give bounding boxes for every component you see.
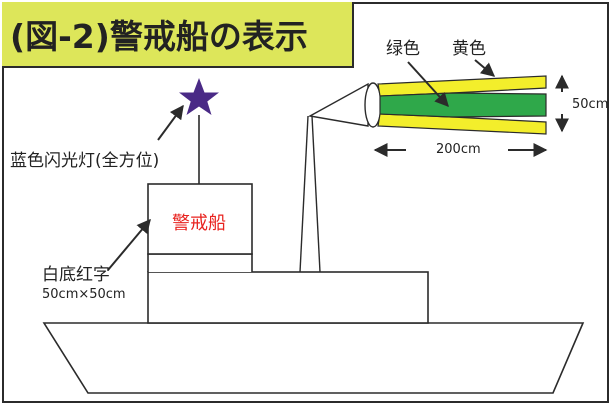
sign-pointer-arrow: [107, 218, 151, 271]
height-label: 50cm: [572, 97, 609, 112]
yellow-streamer-top: [377, 75, 547, 97]
length-label: 200cm: [436, 142, 481, 157]
sign-text: 警戒船: [172, 213, 226, 234]
light-label: 蓝色闪光灯(全方位): [10, 151, 160, 171]
antenna-mast-left: [299, 115, 309, 273]
star-icon: [179, 78, 219, 115]
yellow-label: 黄色: [452, 39, 486, 59]
lower-cabin: [147, 271, 429, 324]
title-box: (図-2)警戒船の表示: [2, 2, 354, 68]
sign-size-label: 50cm×50cm: [42, 287, 126, 302]
yellow-pointer-arrow: [474, 59, 496, 77]
ship-hull: [42, 322, 585, 394]
light-pointer-arrow: [157, 104, 184, 141]
page-title: (図-2)警戒船の表示: [10, 17, 308, 56]
green-pointer-arrow: [407, 61, 449, 108]
middle-cabin: [147, 253, 253, 272]
antenna-mast-right: [311, 115, 321, 273]
green-label: 绿色: [386, 39, 420, 59]
sign-desc-label: 白底红字: [42, 265, 110, 285]
green-streamer: [379, 92, 547, 118]
sign-cabin: [147, 183, 253, 255]
windsock-cone: [307, 82, 369, 127]
